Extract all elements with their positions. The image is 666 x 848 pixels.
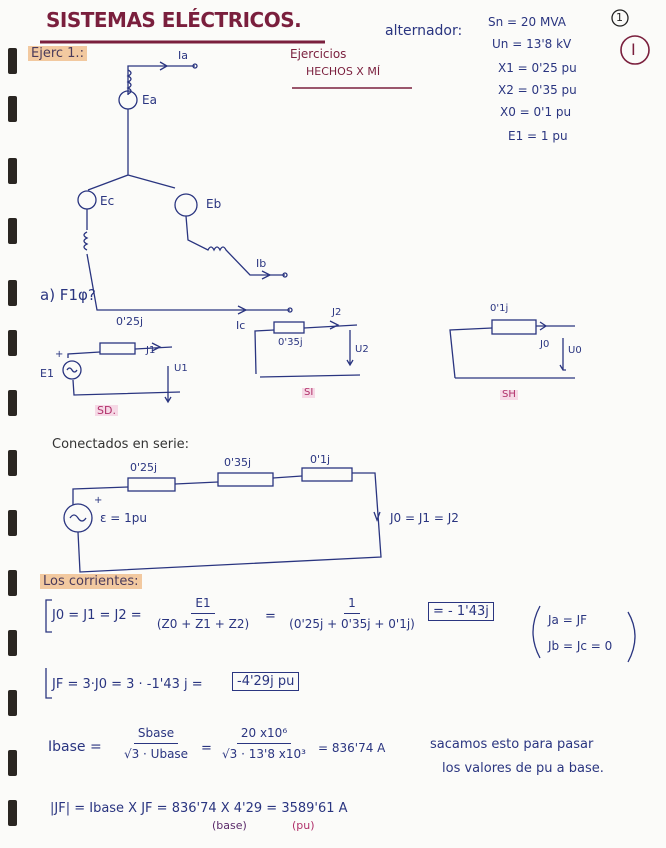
alternator-un: Un = 13'8 kV xyxy=(492,37,572,51)
eq1-num2: 1 xyxy=(344,596,360,614)
currents-heading: Los corrientes: xyxy=(40,574,142,589)
note-line-1: Ejercicios xyxy=(290,47,347,61)
eq1-equals: = xyxy=(265,609,276,624)
alternator-e1: E1 = 1 pu xyxy=(508,129,568,143)
ibase-result: = 836'74 A xyxy=(318,741,386,755)
page-title: SISTEMAS ELÉCTRICOS. xyxy=(46,8,302,32)
eq1-lhs: J0 = J1 = J2 = xyxy=(52,608,142,623)
ibase-lhs: Ibase = xyxy=(48,739,102,755)
alternator-label: alternador: xyxy=(385,23,463,39)
ibase-equals: = xyxy=(201,741,212,756)
binder-mark xyxy=(8,48,17,74)
alternator-x1: X1 = 0'25 pu xyxy=(498,61,577,75)
alternator-x2: X2 = 0'35 pu xyxy=(498,83,577,97)
eq1-den1: (Z0 + Z1 + Z2) xyxy=(156,617,250,631)
label-ec: Ec xyxy=(100,194,115,208)
binder-mark xyxy=(8,750,17,776)
binder-mark xyxy=(8,800,17,826)
eq2-result: -4'29j pu xyxy=(232,672,300,691)
sd-source: E1 xyxy=(40,367,54,380)
binder-mark xyxy=(8,690,17,716)
eq1-result: = - 1'43j xyxy=(428,602,494,621)
phase-a-current: Ja = JF xyxy=(548,613,588,627)
final-base-note: (base) xyxy=(212,819,247,832)
eq1-fraction-1: E1 (Z0 + Z1 + Z2) xyxy=(148,596,258,631)
binder-mark xyxy=(8,218,17,244)
label-eb: Eb xyxy=(206,197,222,211)
sd-current: J1 xyxy=(146,345,156,356)
sd-label: SD. xyxy=(95,404,118,417)
ibase-num1: Sbase xyxy=(133,726,179,744)
label-ib: Ib xyxy=(256,257,267,270)
ibase-den2: √3 · 13'8 x10³ xyxy=(222,747,306,761)
sd-voltage: U1 xyxy=(174,363,188,374)
series-z1: 0'25j xyxy=(130,461,158,474)
binder-mark xyxy=(8,280,17,306)
ibase-note-1: sacamos esto para pasar xyxy=(430,737,594,752)
question: a) F1φ? xyxy=(40,286,96,304)
series-heading: Conectados en serie: xyxy=(52,437,190,452)
si-label: SI xyxy=(302,387,316,398)
ibase-note-2: los valores de pu a base. xyxy=(442,761,604,776)
final-pu-note: (pu) xyxy=(292,819,315,832)
alternator-sn: Sn = 20 MVA xyxy=(488,15,566,29)
sh-label: SH xyxy=(500,389,518,400)
binder-mark xyxy=(8,450,17,476)
binder-mark xyxy=(8,510,17,536)
binder-mark xyxy=(8,96,17,122)
eq2: JF = 3·J0 = 3 · -1'43 j = xyxy=(52,677,203,692)
series-source: ε = 1pu xyxy=(100,511,148,525)
eq1-fraction-2: 1 (0'25j + 0'35j + 0'1j) xyxy=(282,596,422,631)
label-ic: Ic xyxy=(236,319,246,332)
sd-impedance: 0'25j xyxy=(116,315,144,328)
final-equation: |JF| = Ibase X JF = 836'74 X 4'29 = 3589… xyxy=(50,801,348,816)
binder-mark xyxy=(8,390,17,416)
alternator-x0: X0 = 0'1 pu xyxy=(500,105,572,119)
ibase-den1: √3 · Ubase xyxy=(123,747,189,761)
section-mark: I xyxy=(631,40,636,59)
ibase-num2: 20 x10⁶ xyxy=(236,726,292,744)
note-line-2: HECHOS X MÍ xyxy=(306,65,381,78)
sd-plus: + xyxy=(55,349,64,360)
si-current: J2 xyxy=(332,307,342,318)
ibase-fraction-2: 20 x10⁶ √3 · 13'8 x10³ xyxy=(214,726,314,761)
sh-voltage: U0 xyxy=(568,345,582,356)
eq1-num1: E1 xyxy=(191,596,215,614)
phase-bc-current: Jb = Jc = 0 xyxy=(548,639,613,653)
binder-mark xyxy=(8,330,17,356)
binder-mark xyxy=(8,570,17,596)
sh-current: J0 xyxy=(540,339,550,350)
series-z2: 0'35j xyxy=(224,456,252,469)
sh-impedance: 0'1j xyxy=(490,303,509,314)
ibase-fraction-1: Sbase √3 · Ubase xyxy=(116,726,196,761)
label-ia: Ia xyxy=(178,49,188,62)
page-number: 1 xyxy=(616,11,623,24)
series-plus: + xyxy=(94,495,103,506)
si-impedance: 0'35j xyxy=(278,337,303,348)
si-voltage: U2 xyxy=(355,344,369,355)
eq1-den2: (0'25j + 0'35j + 0'1j) xyxy=(289,617,415,631)
binder-mark xyxy=(8,158,17,184)
series-current: J0 = J1 = J2 xyxy=(390,511,459,525)
label-ea: Ea xyxy=(142,93,157,107)
series-z0: 0'1j xyxy=(310,453,331,466)
binder-mark xyxy=(8,630,17,656)
exercise-label: Ejerc 1.: xyxy=(28,46,87,61)
